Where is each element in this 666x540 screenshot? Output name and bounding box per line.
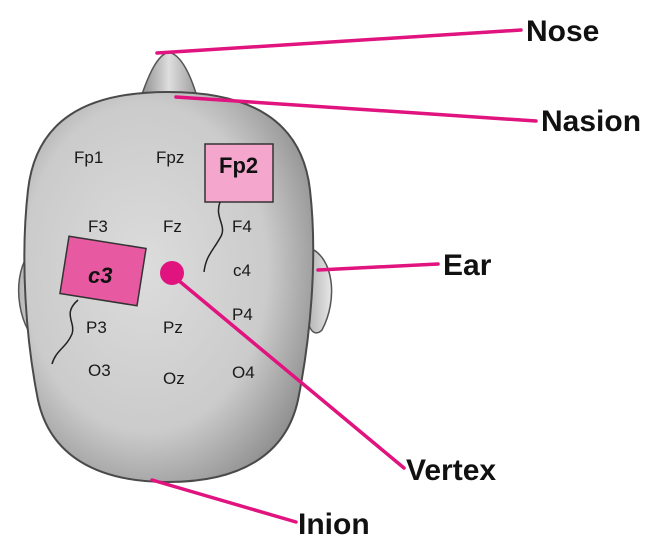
electrode-o3: O3 xyxy=(88,361,111,380)
electrode-c3: c3 xyxy=(88,263,112,288)
nose-label: Nose xyxy=(526,15,599,48)
inion-label: Inion xyxy=(298,508,370,540)
nasion-label: Nasion xyxy=(541,105,641,138)
ear-label: Ear xyxy=(443,249,492,282)
electrode-fp2: Fp2 xyxy=(219,153,258,178)
electrode-oz: Oz xyxy=(163,369,185,388)
vertex-dot xyxy=(160,261,184,285)
electrode-fp1: Fp1 xyxy=(74,148,103,167)
electrode-p3: P3 xyxy=(86,318,107,337)
electrode-pz: Pz xyxy=(163,318,183,337)
electrode-f4: F4 xyxy=(232,217,252,236)
electrode-fz: Fz xyxy=(163,217,182,236)
ear-pointer-line xyxy=(318,264,438,270)
nose-pointer-line xyxy=(157,30,521,53)
inion-pointer-line xyxy=(152,480,296,522)
electrode-o4: O4 xyxy=(232,363,255,382)
vertex-label: Vertex xyxy=(406,454,496,487)
electrode-c4: c4 xyxy=(233,261,251,280)
electrode-fpz: Fpz xyxy=(156,148,184,167)
electrode-p4: P4 xyxy=(232,305,253,324)
electrode-f3: F3 xyxy=(88,217,108,236)
